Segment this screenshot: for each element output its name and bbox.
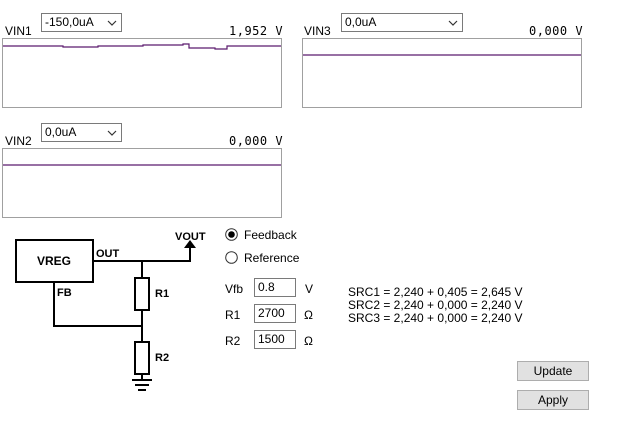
r1-resistor: [134, 277, 150, 311]
vin3-plot: [302, 38, 582, 108]
vin2-trace-svg: [3, 164, 281, 166]
results-block: SRC1 = 2,240 + 0,405 = 2,645 V SRC2 = 2,…: [348, 286, 522, 325]
r2-param-label: R2: [225, 334, 241, 348]
vout-arrow-icon: [184, 240, 196, 248]
chevron-down-icon: [107, 130, 117, 136]
fb-wire: [53, 282, 142, 327]
vin1-current-value: -150,0uA: [45, 15, 94, 29]
r1-unit: Ω: [304, 308, 313, 322]
vin3-voltage: 0,000 V: [529, 24, 584, 38]
vfb-input[interactable]: 0.8: [254, 278, 296, 297]
r2-input[interactable]: 1500: [254, 330, 296, 349]
vin2-plot: [2, 148, 282, 218]
feedback-radio[interactable]: [225, 228, 238, 241]
vin3-trace-svg: [303, 54, 581, 56]
vin2-current-select[interactable]: 0,0uA: [41, 123, 122, 142]
vin2-voltage: 0,000 V: [229, 134, 284, 148]
src2-result: SRC2 = 2,240 + 0,000 = 2,240 V: [348, 298, 523, 312]
vin1-current-select[interactable]: -150,0uA: [41, 13, 122, 32]
r1-label: R1: [155, 288, 169, 300]
vin3-current-select[interactable]: 0,0uA: [341, 13, 463, 32]
vin1-label: VIN1: [5, 24, 32, 38]
r2-resistor: [134, 341, 150, 375]
vfb-label: Vfb: [225, 282, 244, 296]
vin1-trace: [3, 43, 281, 50]
vreg-label: VREG: [37, 254, 71, 268]
out-label: OUT: [96, 248, 120, 260]
src1-result: SRC1 = 2,240 + 0,405 = 2,645 V: [348, 285, 523, 299]
r1-param-label: R1: [225, 308, 241, 322]
chevron-down-icon: [107, 20, 117, 26]
regulator-schematic: VREG OUT VOUT R1 FB R2: [15, 231, 206, 391]
vin3-label: VIN3: [304, 24, 331, 38]
chevron-down-icon: [448, 20, 458, 26]
feedback-label[interactable]: Feedback: [244, 228, 297, 242]
apply-button[interactable]: Apply: [517, 390, 589, 410]
vin2-label: VIN2: [5, 134, 32, 148]
r2-label: R2: [155, 352, 169, 364]
out-wire: [93, 247, 191, 262]
fb-label: FB: [57, 287, 72, 299]
reference-radio[interactable]: [225, 251, 238, 264]
r1-input[interactable]: 2700: [254, 304, 296, 323]
ground-icon: [132, 379, 152, 391]
vin1-trace-svg: [3, 43, 281, 50]
vin3-current-value: 0,0uA: [345, 15, 377, 29]
vin1-plot: [2, 38, 282, 108]
vout-label: VOUT: [175, 231, 206, 243]
vin2-current-value: 0,0uA: [45, 125, 77, 139]
reference-label[interactable]: Reference: [244, 251, 300, 265]
r2-unit: Ω: [304, 334, 313, 348]
update-button[interactable]: Update: [517, 361, 589, 381]
src3-result: SRC3 = 2,240 + 0,000 = 2,240 V: [348, 311, 523, 325]
vfb-unit: V: [305, 282, 314, 296]
vin1-voltage: 1,952 V: [229, 24, 284, 38]
